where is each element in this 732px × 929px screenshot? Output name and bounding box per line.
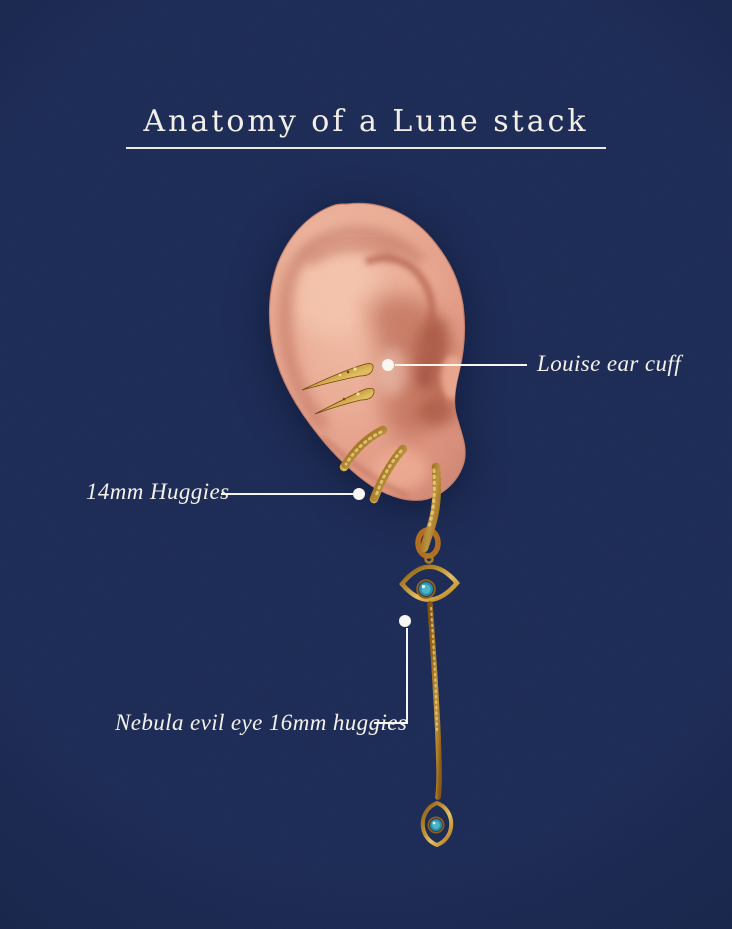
page-title: Anatomy of a Lune stack xyxy=(126,103,606,149)
dry-patch xyxy=(377,348,407,396)
leader-dot-nebula xyxy=(399,615,411,627)
leader-line-huggies xyxy=(221,493,354,495)
deep-shadow-lower xyxy=(417,398,457,426)
cuff-sparkle xyxy=(356,392,360,396)
leader-line-nebula-horizontal xyxy=(374,722,408,724)
canal-shadow xyxy=(417,366,433,390)
leader-line-nebula-vertical xyxy=(406,628,408,724)
cuff-sparkle xyxy=(338,373,342,377)
ear xyxy=(268,202,466,501)
annotation-label-huggies: 14mm Huggies xyxy=(86,479,230,504)
evil-eye-stone-glint xyxy=(421,584,426,589)
nebula-evil-eye-earring xyxy=(399,462,460,848)
annotation-label-nebula: Nebula evil eye 16mm huggies xyxy=(115,710,408,735)
title-block: Anatomy of a Lune stack xyxy=(0,103,732,149)
cuff-texture-dot xyxy=(346,370,350,374)
leader-line-louise xyxy=(395,364,527,366)
annotation-label-louise: Louise ear cuff xyxy=(537,351,681,376)
bottom-eye-stone-glint xyxy=(432,821,436,825)
leader-dot-huggies xyxy=(353,488,365,500)
cuff-sparkle xyxy=(353,367,357,371)
cuff-texture-dot xyxy=(342,397,346,401)
leader-dot-louise xyxy=(382,359,394,371)
jump-ring xyxy=(424,554,434,564)
